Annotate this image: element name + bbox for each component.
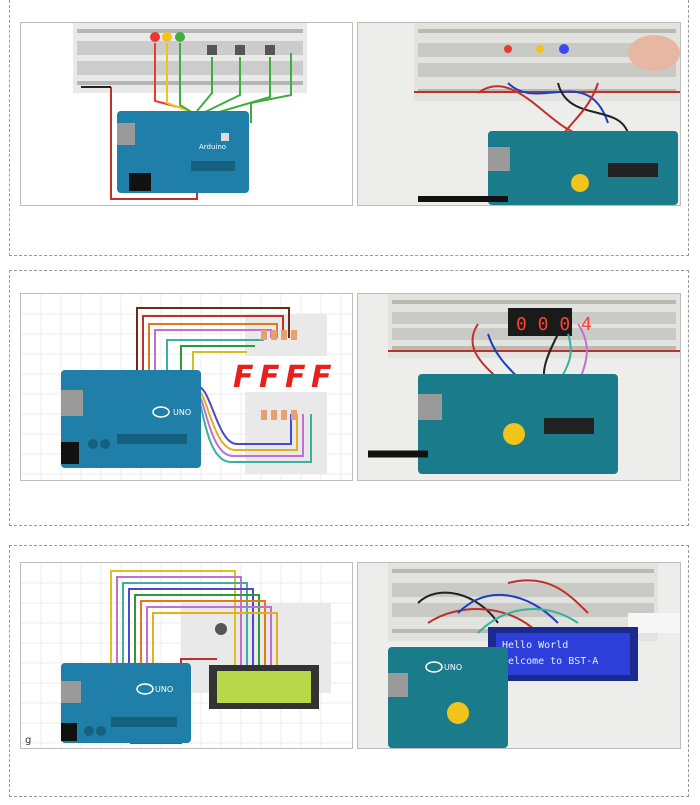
arduino-board [488, 131, 678, 205]
board-logo: UNO [173, 408, 191, 417]
lcd-line-2: Welcome to BST-A [502, 656, 598, 667]
row-2-photo: 0 0 0 4 [357, 293, 681, 481]
led-icon [150, 32, 185, 42]
arduino-board [388, 647, 508, 748]
arduino-board [61, 370, 201, 468]
finger [628, 35, 680, 71]
corner-mark: g [25, 735, 31, 746]
board-label: Arduino [199, 143, 226, 151]
seg-digit-1: F [233, 360, 254, 395]
row-3-photo: Hello World Welcome to BST-A UNO [357, 562, 681, 749]
potentiometer-icon [215, 623, 227, 635]
row-1-schematic: Arduino [20, 22, 353, 206]
row-3-schematic: UNO g [20, 562, 353, 749]
row-2-panel: F F F F UNO 0 0 0 4 [9, 270, 689, 526]
row-1-photo [357, 22, 681, 206]
lcd-line-1: Hello World [502, 640, 568, 651]
seg-digit-3: F [285, 360, 306, 395]
seg-digit-4: F [311, 360, 332, 395]
board-logo: UNO [155, 685, 173, 694]
pushbutton-icon [207, 45, 275, 55]
seg-readout: 0 0 0 4 [516, 314, 592, 335]
board-logo: UNO [444, 663, 462, 672]
row-3-panel: UNO g Hello World Welcome to BST-A [9, 545, 689, 797]
arduino-board [117, 111, 249, 193]
row-2-schematic: F F F F UNO [20, 293, 353, 481]
row-1-panel: Arduino [9, 0, 689, 256]
seg-digit-2: F [259, 360, 280, 395]
seven-segment-display [231, 356, 335, 392]
seven-segment-display [508, 308, 572, 336]
